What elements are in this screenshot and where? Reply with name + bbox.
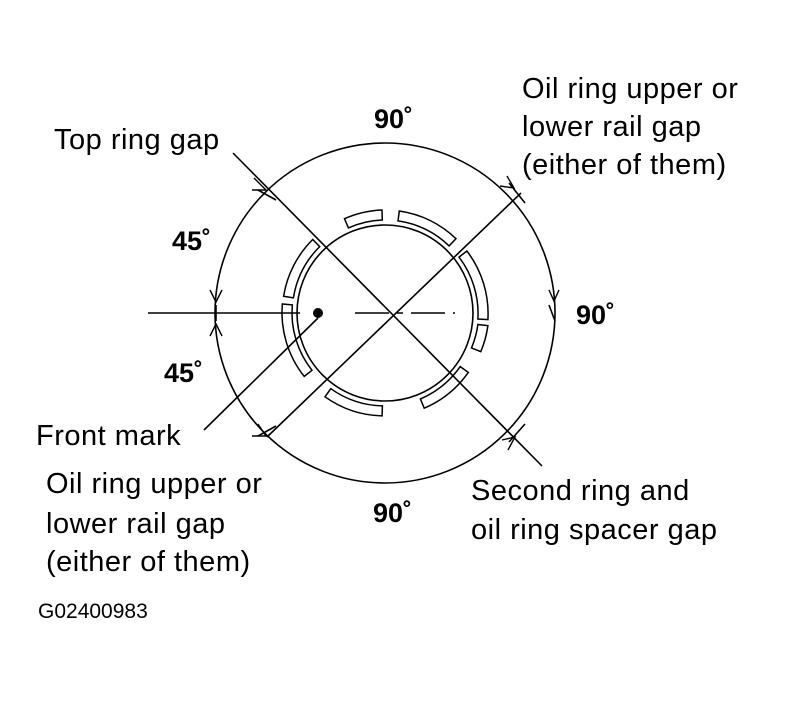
diagonal-top-left-to-bottom-right bbox=[232, 152, 543, 467]
angle-right: 90˚ bbox=[576, 300, 616, 330]
top-ring-gap-label: Top ring gap bbox=[54, 124, 220, 156]
second-ring-line1: Second ring and bbox=[471, 475, 690, 507]
front-mark-label: Front mark bbox=[36, 420, 182, 452]
front-mark-leader bbox=[203, 317, 319, 431]
oil-ring-bottom-line3: (either of them) bbox=[46, 546, 251, 578]
oil-ring-bottom-line1: Oil ring upper or bbox=[46, 468, 263, 500]
angle-top: 90˚ bbox=[374, 104, 414, 134]
angle-left-lower: 45˚ bbox=[164, 358, 204, 388]
figure-code: G02400983 bbox=[38, 600, 148, 623]
oil-ring-top-line1: Oil ring upper or bbox=[522, 73, 739, 105]
second-ring-line2: oil ring spacer gap bbox=[471, 514, 718, 546]
oil-ring-bottom-line2: lower rail gap bbox=[46, 508, 226, 540]
oil-ring-top-line3: (either of them) bbox=[522, 149, 727, 181]
front-mark-dot bbox=[313, 308, 323, 318]
oil-ring-segments bbox=[281, 209, 489, 417]
angle-left-upper: 45˚ bbox=[172, 226, 212, 256]
oil-ring-top-line2: lower rail gap bbox=[522, 111, 702, 143]
diagonal-top-right-to-bottom-left bbox=[266, 192, 522, 438]
angle-bottom: 90˚ bbox=[373, 498, 413, 528]
